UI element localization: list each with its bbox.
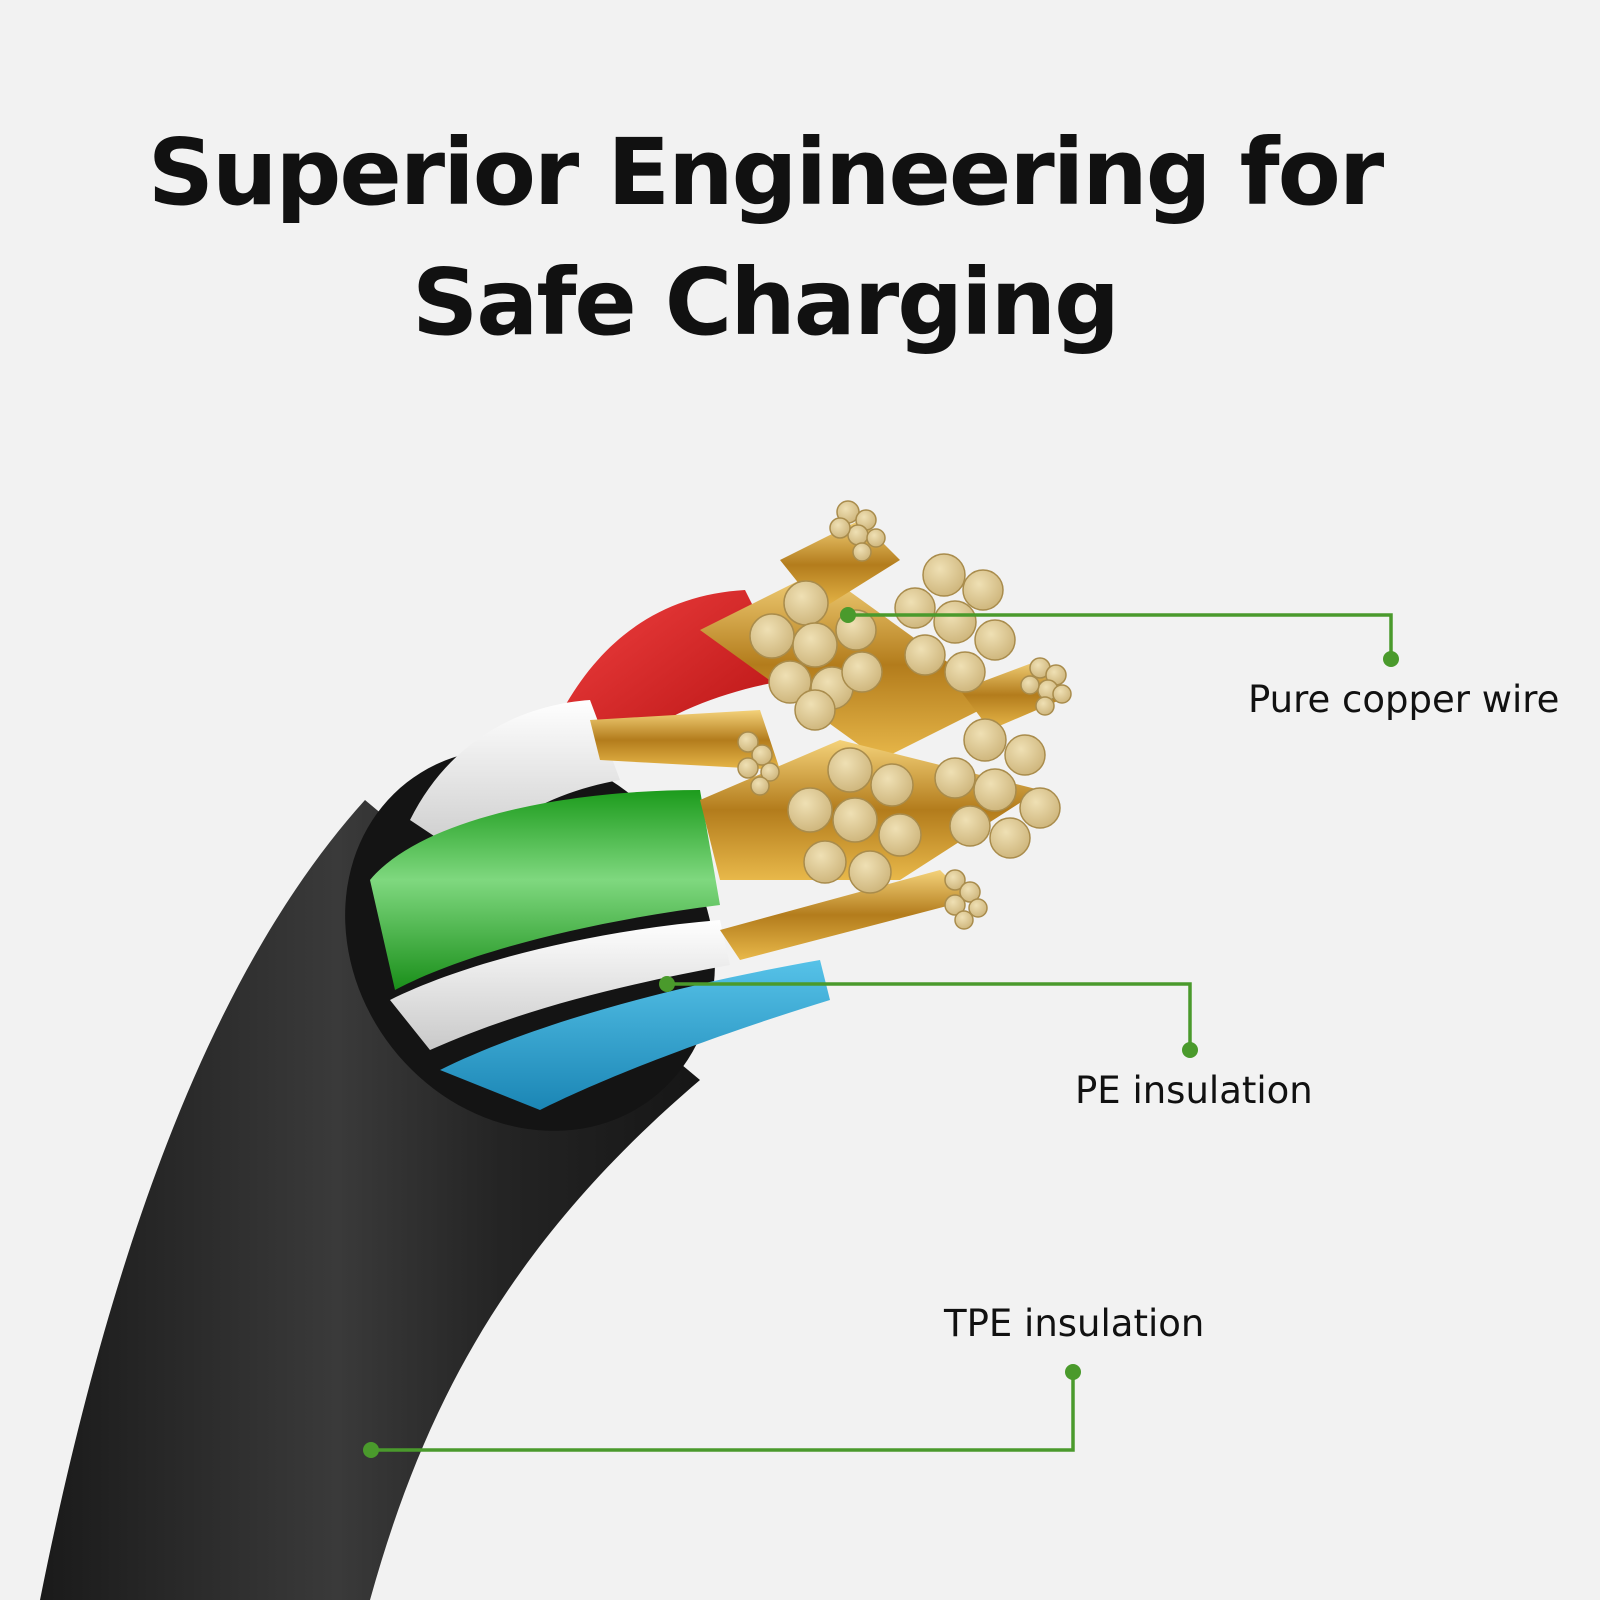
tpe-label-dot <box>1065 1364 1081 1380</box>
pe-insulation-label: PE insulation <box>1075 1069 1313 1112</box>
page-title: Superior Engineering for Safe Charging <box>0 108 1530 368</box>
copper-leader-line <box>848 613 1393 659</box>
leader-lines <box>371 613 1393 1452</box>
blue-insulation <box>440 960 830 1110</box>
pe-anchor-dot <box>659 976 675 992</box>
tpe-insulation-label: TPE insulation <box>944 1302 1205 1345</box>
white-insulation-lower <box>390 920 730 1050</box>
title-line-1: Superior Engineering for <box>147 119 1384 226</box>
pure-copper-wire-label: Pure copper wire <box>1248 678 1560 721</box>
pe-label-dot <box>1182 1042 1198 1058</box>
pe-leader-line <box>667 982 1192 1050</box>
tpe-anchor-dot <box>363 1442 379 1458</box>
title-line-2: Safe Charging <box>411 249 1120 356</box>
copper-strand-ends <box>737 500 1072 930</box>
copper-anchor-dot <box>840 607 856 623</box>
tpe-leader-line <box>371 1372 1075 1452</box>
green-insulation <box>370 790 720 990</box>
copper-label-dot <box>1383 651 1399 667</box>
white-insulation-upper <box>410 700 620 860</box>
leader-dots <box>363 607 1399 1458</box>
